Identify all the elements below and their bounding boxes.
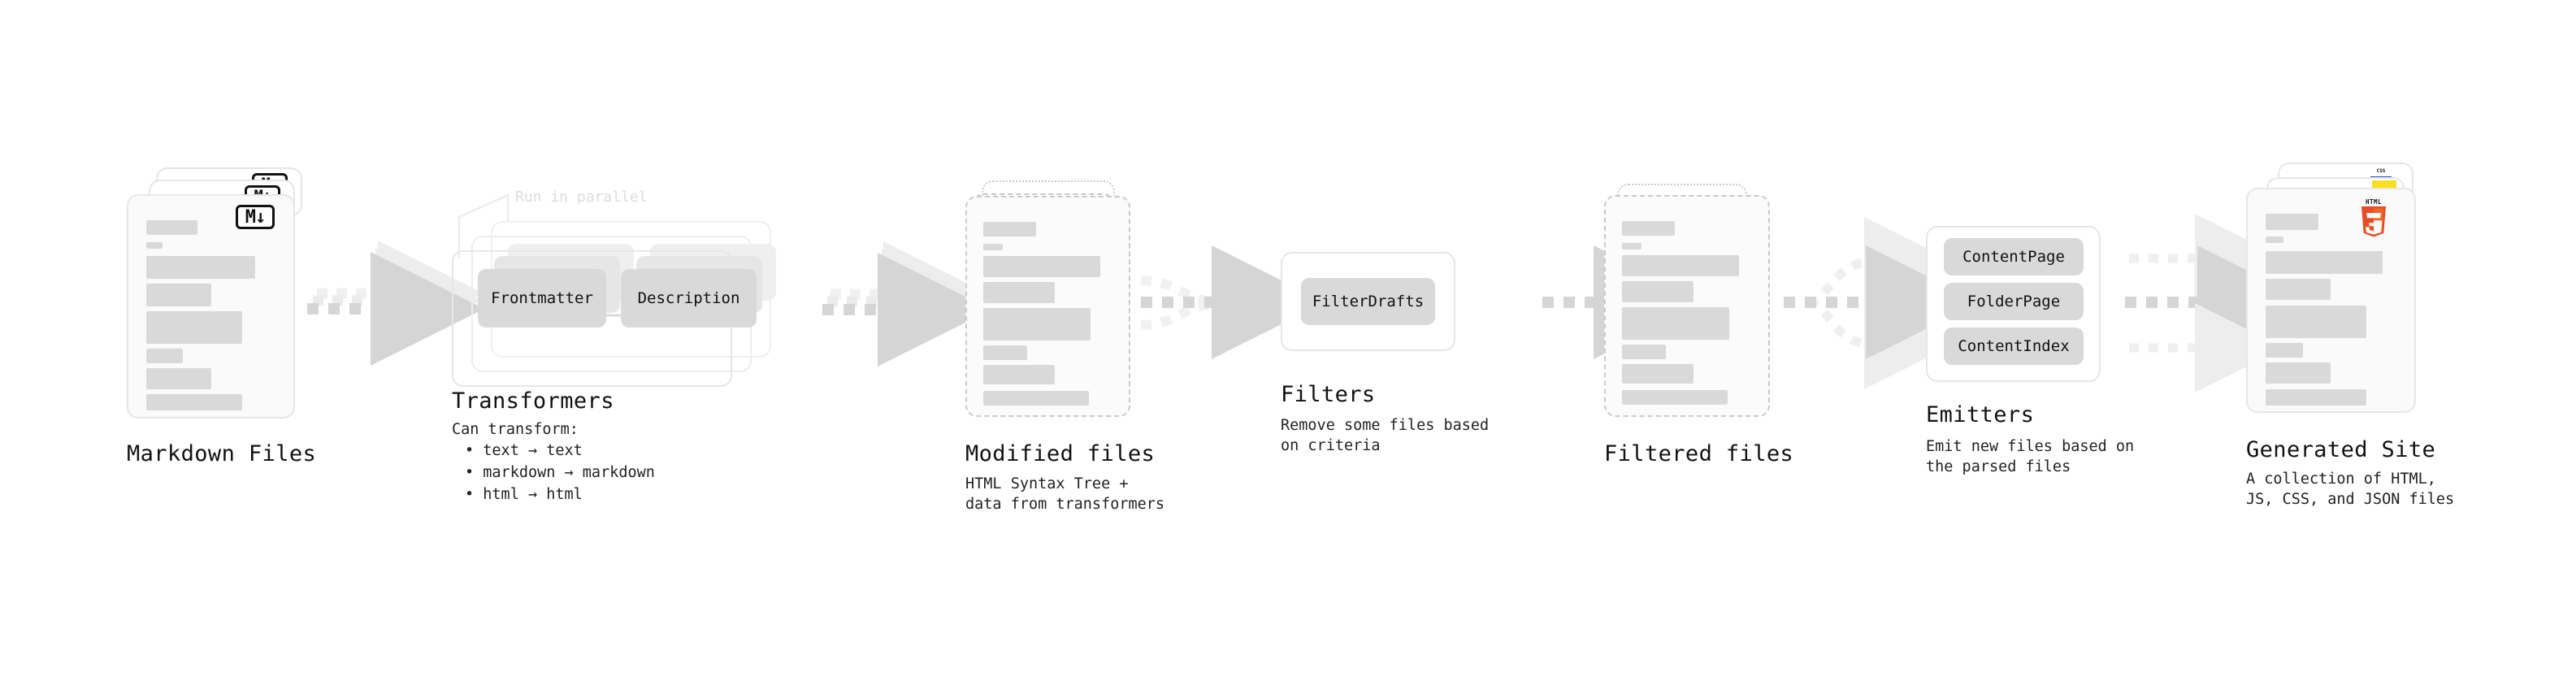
markdown-icon: M↓ <box>236 205 275 229</box>
arrow-markdown-to-transformers <box>307 241 484 366</box>
doc-line <box>1622 221 1675 236</box>
doc-line <box>983 365 1055 384</box>
stage-desc-modified-files: HTML Syntax Tree + data from transformer… <box>965 475 1165 513</box>
filtered-card-front <box>1604 195 1770 417</box>
run-in-parallel-label: Run in parallel <box>515 189 648 206</box>
doc-line <box>2266 306 2366 338</box>
stage-title-generated-site: Generated Site <box>2246 437 2436 462</box>
doc-line <box>983 345 1027 360</box>
stage-title-transformers: Transformers <box>452 388 614 414</box>
doc-line <box>1622 281 1693 302</box>
doc-line <box>146 368 211 389</box>
html5-icon: HTML <box>2360 198 2387 239</box>
transformer-plugin-description[interactable]: Description <box>621 269 757 327</box>
doc-line <box>983 308 1091 340</box>
emitter-plugin-contentindex[interactable]: ContentIndex <box>1944 327 2084 365</box>
doc-line <box>1622 390 1728 405</box>
doc-line <box>2266 343 2303 358</box>
doc-line <box>2266 389 2366 406</box>
doc-line <box>146 256 255 279</box>
doc-line <box>146 242 163 249</box>
stage-desc-transformers: Can transform: <box>452 421 579 438</box>
emitter-plugin-folderpage[interactable]: FolderPage <box>1944 283 2084 320</box>
doc-line <box>1622 307 1729 340</box>
stage-title-markdown-files: Markdown Files <box>127 441 317 466</box>
arrow-emitters-to-site <box>2125 214 2311 393</box>
doc-line <box>146 220 197 235</box>
transformer-bullet-0: • text → text <box>465 442 583 459</box>
stage-title-emitters: Emitters <box>1926 402 2035 427</box>
doc-line <box>2266 279 2331 300</box>
doc-line <box>146 349 183 363</box>
doc-line <box>146 311 242 344</box>
doc-line <box>1622 345 1666 359</box>
doc-line <box>146 284 211 306</box>
transformer-bullet-1: • markdown → markdown <box>465 464 655 481</box>
transformer-bullet-2: • html → html <box>465 486 583 503</box>
doc-line <box>1622 364 1693 384</box>
stage-desc-emitters: Emit new files based on the parsed files <box>1926 438 2135 475</box>
doc-line <box>2266 236 2283 243</box>
stage-desc-filters: Remove some files based on criteria <box>1281 417 1490 454</box>
filter-plugin-filterdrafts[interactable]: FilterDrafts <box>1301 278 1435 325</box>
transformer-plugin-frontmatter[interactable]: Frontmatter <box>478 269 606 327</box>
doc-line <box>983 391 1089 406</box>
markdown-card-front <box>127 194 295 419</box>
doc-line <box>2266 251 2383 274</box>
doc-line <box>983 222 1036 236</box>
doc-line <box>2266 362 2331 384</box>
doc-line <box>983 244 1003 250</box>
stage-title-modified-files: Modified files <box>965 441 1156 466</box>
modified-card-front <box>965 196 1130 417</box>
site-card-front <box>2246 188 2416 413</box>
doc-line <box>146 394 242 410</box>
stage-title-filtered-files: Filtered files <box>1604 441 1794 466</box>
emitter-plugin-contentpage[interactable]: ContentPage <box>1944 238 2084 275</box>
doc-line <box>1622 255 1739 276</box>
doc-line <box>2266 214 2318 230</box>
doc-line <box>1622 243 1641 249</box>
arrow-transformers-to-modified <box>822 241 991 367</box>
stage-title-filters: Filters <box>1281 382 1376 407</box>
doc-line <box>983 282 1055 303</box>
arrow-filtered-to-emitters <box>1784 217 1980 389</box>
stage-desc-generated-site: A collection of HTML, JS, CSS, and JSON … <box>2246 471 2455 508</box>
doc-line <box>983 256 1100 277</box>
arrow-modified-to-filters <box>1140 245 1325 359</box>
html5-icon-label: HTML <box>2365 198 2383 206</box>
html5-icon-shield <box>2361 206 2386 237</box>
css3-icon-label: CSS <box>2376 168 2386 174</box>
